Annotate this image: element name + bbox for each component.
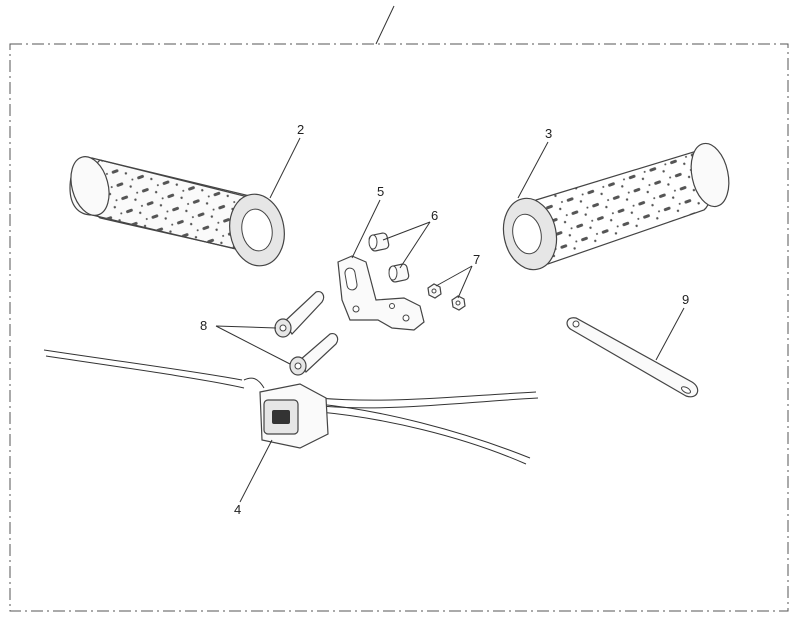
leader-lines <box>215 137 685 503</box>
callout-8: 8 <box>200 318 207 333</box>
spacers-part <box>368 232 410 283</box>
callout-4: 4 <box>234 502 241 517</box>
kit-boundary-frame <box>9 43 789 612</box>
callout-2: 2 <box>297 122 304 137</box>
switch-harness-part <box>43 349 539 465</box>
bolts-part <box>274 291 339 376</box>
callout-6: 6 <box>431 208 438 223</box>
callout-7: 7 <box>473 252 480 267</box>
mounting-bracket-part <box>337 255 425 331</box>
callout-3: 3 <box>545 126 552 141</box>
callout-labels: 2 3 4 5 6 7 8 9 <box>200 122 689 517</box>
callout-5: 5 <box>377 184 384 199</box>
right-grip-part <box>502 142 730 271</box>
left-grip-part <box>69 156 285 267</box>
kit-leader-line <box>375 5 395 45</box>
callout-9: 9 <box>682 292 689 307</box>
nuts-part <box>427 283 466 311</box>
tool-part <box>566 317 699 398</box>
